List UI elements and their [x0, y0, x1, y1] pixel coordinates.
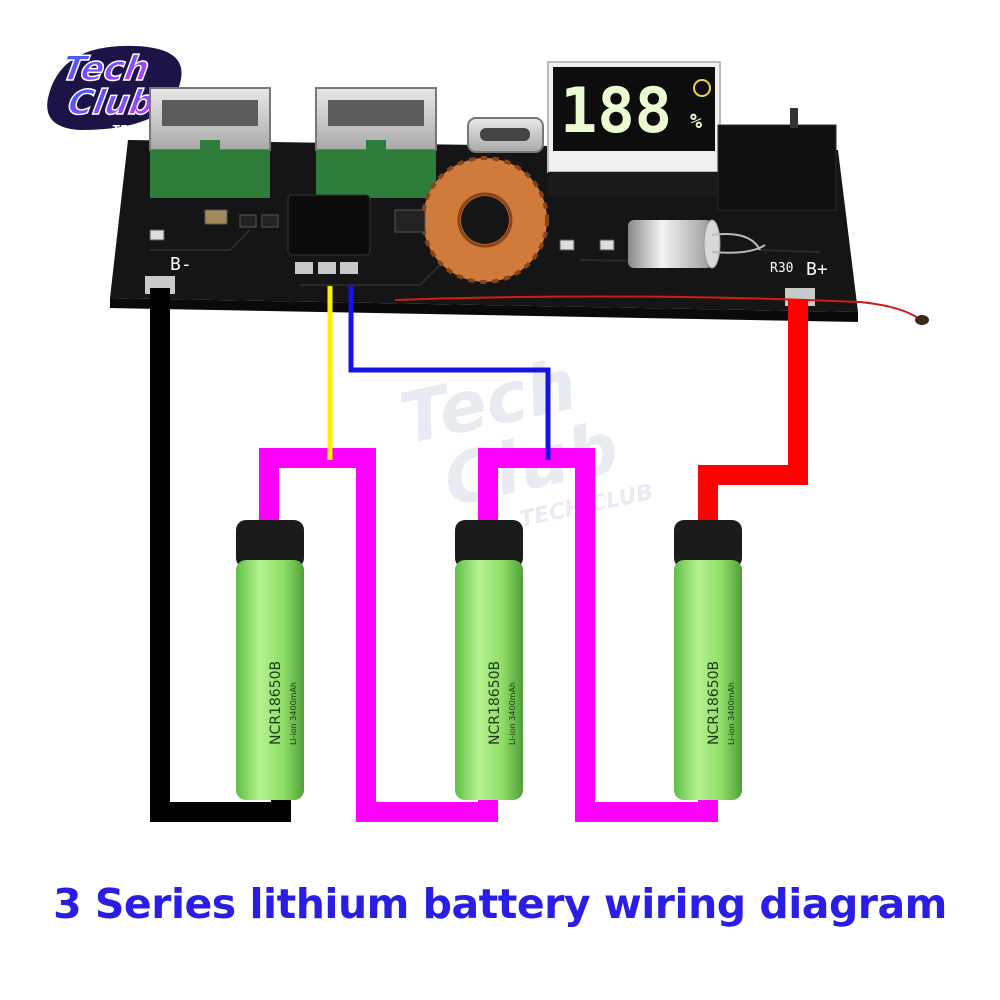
cell-2-sub: Li-ion 3400mAh	[508, 682, 517, 745]
series-link-2	[478, 448, 718, 822]
cell-1-sub: Li-ion 3400mAh	[289, 682, 298, 745]
logo-line1: Tech	[59, 49, 152, 89]
thermistor-tip	[915, 315, 929, 325]
label-b-plus: B+	[806, 259, 828, 280]
diagram-caption: 3 Series lithium battery wiring diagram	[53, 880, 947, 928]
charge-icon	[693, 79, 711, 97]
cell-3-model: NCR18650B	[706, 661, 722, 745]
label-b-minus: B-	[170, 254, 192, 275]
led-display: 188 %	[547, 61, 721, 196]
chip-module	[717, 124, 837, 211]
brand-logo: Tech Club TECH CLUB	[47, 45, 182, 136]
battery-cell-2: NCR18650B Li-ion 3400mAh	[455, 520, 523, 800]
usb-c-port	[467, 117, 544, 153]
cell-3-sub: Li-ion 3400mAh	[727, 682, 736, 745]
display-unit: %	[690, 109, 702, 133]
balance-tap-2	[348, 286, 551, 460]
choke-coil	[287, 194, 371, 256]
cell-1-model: NCR18650B	[268, 661, 284, 745]
usb-a-port-2	[315, 87, 437, 198]
logo-line2: Club	[65, 83, 157, 123]
watermark: Tech Club TECH CLUB	[393, 343, 655, 532]
thermistor-wire	[394, 295, 919, 319]
usb-a-port-1	[149, 87, 271, 198]
toroid-inductor	[421, 156, 549, 284]
cell-2-model: NCR18650B	[487, 661, 503, 745]
series-link-1	[259, 448, 498, 822]
positive-wire	[698, 300, 808, 528]
label-ref: R30	[770, 261, 793, 276]
battery-cell-1: NCR18650B Li-ion 3400mAh	[236, 520, 304, 800]
pcb-board: 188 %	[110, 61, 929, 325]
battery-cell-3: NCR18650B Li-ion 3400mAh	[674, 520, 742, 800]
display-digits: 188	[560, 74, 672, 147]
capacitor	[628, 219, 766, 269]
